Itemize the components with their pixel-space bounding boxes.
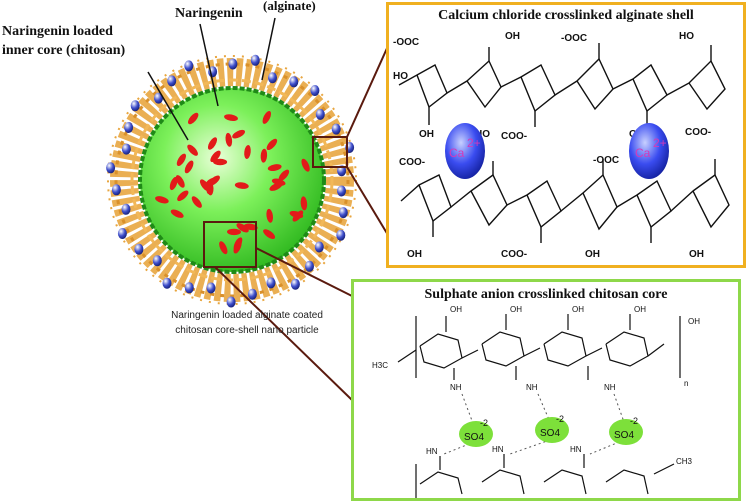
calcium-ion-2-charge: 2+ bbox=[653, 136, 667, 150]
chitosan-group-labels: H3C n OH OH OH OH OH NH NH NH HN HN HN C… bbox=[372, 305, 700, 466]
alginate-oh-1: OH bbox=[505, 31, 520, 42]
chitosan-oh-4: OH bbox=[634, 305, 646, 314]
calcium-ion-1: Ca 2+ bbox=[445, 123, 485, 179]
sulphate-ion-3-charge: -2 bbox=[630, 416, 638, 426]
alginate-ho-1: HO bbox=[679, 31, 694, 42]
label-core-line2: inner core (chitosan) bbox=[2, 41, 172, 60]
sulphate-ion-2-symbol: SO4 bbox=[540, 428, 560, 439]
alginate-coo-3: -OOC bbox=[593, 155, 619, 166]
chitosan-repeat: n bbox=[684, 379, 688, 388]
sulphate-ion-3-symbol: SO4 bbox=[614, 430, 634, 441]
alginate-shell-panel: Calcium chloride crosslinked alginate sh… bbox=[386, 2, 746, 268]
calcium-ion-2-symbol: Ca bbox=[635, 146, 651, 160]
chitosan-structure: SO4 -2 SO4 -2 SO4 -2 H3C n OH OH OH OH O… bbox=[354, 304, 738, 498]
alginate-coo-right-4: COO- bbox=[501, 249, 527, 260]
chitosan-nh-1: NH bbox=[450, 383, 462, 392]
alginate-oh-4: OH bbox=[407, 249, 422, 260]
sulphate-ion-1: SO4 -2 bbox=[459, 418, 493, 447]
chitosan-methyl: H3C bbox=[372, 361, 388, 370]
chitosan-nh-2: NH bbox=[526, 383, 538, 392]
alginate-coo-right-1: COO- bbox=[501, 131, 527, 142]
chitosan-nh-3: NH bbox=[604, 383, 616, 392]
chitosan-hn-3: HN bbox=[570, 445, 582, 454]
caption-line2: chitosan core-shell nano particle bbox=[132, 323, 362, 338]
chitosan-panel-title: Sulphate anion crosslinked chitosan core bbox=[354, 287, 738, 303]
calcium-ion-1-symbol: Ca bbox=[449, 146, 465, 160]
label-core-line1: Naringenin loaded bbox=[2, 22, 172, 41]
alginate-oh-6: OH bbox=[689, 249, 704, 260]
caption-line1: Naringenin loaded alginate coated bbox=[132, 308, 362, 323]
alginate-panel-title: Calcium chloride crosslinked alginate sh… bbox=[389, 8, 743, 24]
alginate-structure: -OOC -OOC OH HO HO OH HO COO- OH COO- CO… bbox=[389, 25, 743, 265]
sulphate-ion-2: SO4 -2 bbox=[535, 414, 569, 443]
label-inner-core: Naringenin loaded inner core (chitosan) bbox=[2, 22, 172, 60]
chitosan-oh-3: OH bbox=[572, 305, 584, 314]
label-naringenin: Naringenin bbox=[175, 6, 243, 22]
sulphate-ion-1-symbol: SO4 bbox=[464, 432, 484, 443]
alginate-coo-2: -OOC bbox=[561, 33, 587, 44]
chitosan-hn-2: HN bbox=[492, 445, 504, 454]
alginate-ho-2: HO bbox=[393, 71, 408, 82]
alginate-oh-2: OH bbox=[419, 129, 434, 140]
chitosan-hn-1: HN bbox=[426, 447, 438, 456]
alginate-coo-right-3: COO- bbox=[399, 157, 425, 168]
alginate-oh-5: OH bbox=[585, 249, 600, 260]
label-alginate: (alginate) bbox=[263, 0, 316, 14]
alginate-coo-right-2: COO- bbox=[685, 127, 711, 138]
nanoparticle-caption: Naringenin loaded alginate coated chitos… bbox=[132, 308, 362, 338]
chitosan-core-panel: Sulphate anion crosslinked chitosan core bbox=[351, 279, 741, 501]
chitosan-oh-1: OH bbox=[450, 305, 462, 314]
chitosan-oh-2: OH bbox=[510, 305, 522, 314]
calcium-ion-2: Ca 2+ bbox=[629, 123, 669, 179]
chitosan-methyl-right: CH3 bbox=[676, 457, 693, 466]
sulphate-ion-1-charge: -2 bbox=[480, 418, 488, 428]
chitosan-oh-5: OH bbox=[688, 317, 700, 326]
sulphate-ion-2-charge: -2 bbox=[556, 414, 564, 424]
chitosan-chain-bonds bbox=[398, 314, 680, 498]
alginate-coo-1: -OOC bbox=[393, 37, 419, 48]
calcium-ion-1-charge: 2+ bbox=[467, 136, 481, 150]
sulphate-ion-3: SO4 -2 bbox=[609, 416, 643, 445]
